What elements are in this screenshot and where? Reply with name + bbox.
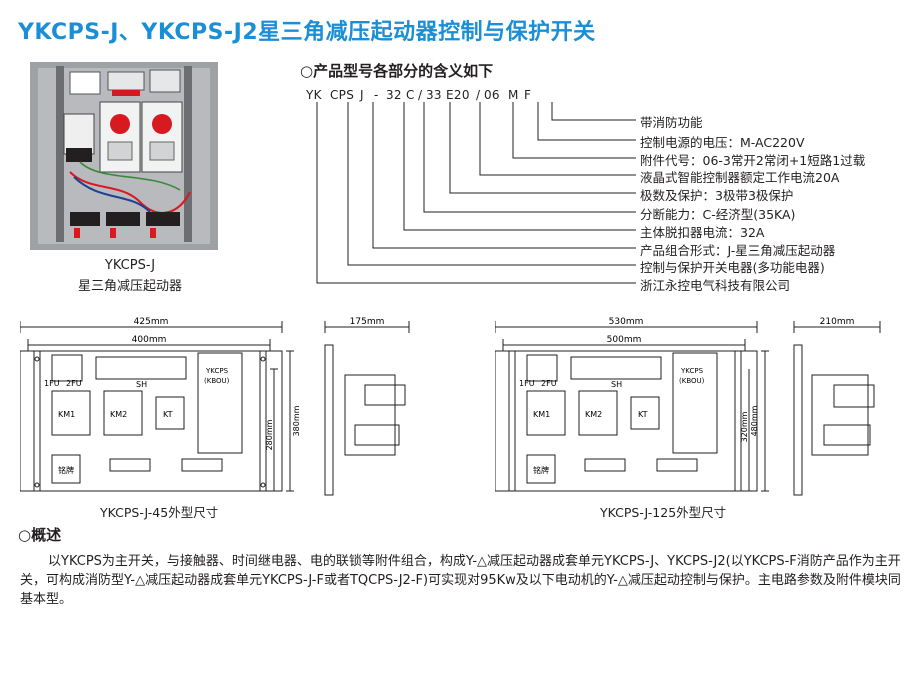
code-part: F (524, 88, 532, 102)
dim-width-outer: 425mm (134, 317, 169, 327)
code-part: J (360, 88, 364, 102)
code-part: 32 (386, 88, 402, 102)
code-part: E20 (446, 88, 470, 102)
dimension-drawing-side-125: 210mm (793, 317, 881, 496)
label-sh: SH (611, 380, 622, 389)
dim-width-inner: 400mm (132, 335, 167, 345)
model-leader-lines (316, 102, 636, 284)
meaning-item: 液晶式智能控制器额定工作电流20A (640, 170, 840, 185)
meaning-item: 产品组合形式：J-星三角减压起动器 (640, 243, 836, 258)
dimension-drawing-front-45: 425mm 400mm 1FU 2FU SH KM1 KM2 KT 铭牌 YKC… (20, 317, 301, 492)
meaning-item: 附件代号：06-3常开2常闭+1短路1过载 (640, 153, 866, 168)
meaning-item: 控制与保护开关电器(多功能电器) (640, 260, 825, 275)
label-plate: 铭牌 (533, 465, 549, 475)
photo-caption-model: YKCPS-J (104, 258, 156, 273)
dim-width-inner: 500mm (607, 335, 642, 345)
dim-height-outer: 380mm (292, 405, 301, 436)
label-km2: KM2 (110, 410, 127, 419)
code-part: 06 (484, 88, 500, 102)
label-ctrl: YKCPS (205, 367, 229, 375)
meaning-item: 极数及保护：3极带3极保护 (640, 188, 794, 203)
code-part: YK (306, 88, 322, 102)
label-fu2: 2FU (541, 379, 557, 388)
dimension-drawing-side-45: 175mm (324, 317, 410, 496)
code-part: 33 (426, 88, 442, 102)
code-part: / (418, 88, 423, 102)
label-ctrl-sub: (KBOU) (204, 377, 230, 385)
dim-width-outer: 530mm (609, 317, 644, 327)
dimension-drawing-front-125: 530mm 500mm 1FU 2FU SH KM1 KM2 KT 铭牌 YKC… (495, 317, 769, 492)
diagram-caption-125: YKCPS-J-125外型尺寸 (600, 505, 727, 520)
product-photo (30, 62, 218, 250)
model-section-heading: ○产品型号各部分的含义如下 (300, 62, 494, 80)
label-kt: KT (163, 410, 173, 419)
label-fu1: 1FU (519, 379, 535, 388)
meaning-item: 分断能力：C-经济型(35KA) (640, 207, 796, 222)
label-sh: SH (136, 380, 147, 389)
overview-text: 以YKCPS为主开关，与接触器、时间继电器、电的联锁等附件组合，构成Y-△减压起… (20, 554, 901, 607)
diagram-caption-45: YKCPS-J-45外型尺寸 (100, 505, 219, 520)
code-part: - (374, 88, 379, 102)
label-ctrl-sub: (KBOU) (679, 377, 705, 385)
dim-depth: 175mm (350, 317, 385, 327)
meaning-item: 主体脱扣器电流：32A (640, 225, 765, 240)
meaning-item: 浙江永控电气科技有限公司 (640, 278, 791, 293)
code-part: C (406, 88, 415, 102)
overview-body: 以YKCPS为主开关，与接触器、时间继电器、电的联锁等附件组合，构成Y-△减压起… (20, 552, 904, 609)
label-kt: KT (638, 410, 648, 419)
label-fu1: 1FU (44, 379, 60, 388)
photo-caption-name: 星三角减压起动器 (77, 279, 182, 294)
label-fu2: 2FU (66, 379, 82, 388)
code-part: CPS (330, 88, 355, 102)
dim-height-inner: 320mm (740, 411, 749, 442)
label-km1: KM1 (533, 410, 550, 419)
label-plate: 铭牌 (58, 465, 74, 475)
dim-height-outer: 480mm (750, 405, 759, 436)
label-ctrl: YKCPS (680, 367, 704, 375)
code-part: / (476, 88, 481, 102)
dim-depth: 210mm (820, 317, 855, 327)
label-km2: KM2 (585, 410, 602, 419)
meaning-item: 控制电源的电压：M-AC220V (640, 135, 805, 150)
dim-height-inner: 280mm (265, 419, 274, 450)
overview-heading: ○概述 (18, 526, 62, 544)
meaning-item: 带消防功能 (640, 115, 703, 130)
label-km1: KM1 (58, 410, 75, 419)
code-part: M (508, 88, 519, 102)
page-title: YKCPS-J、YKCPS-J2星三角减压起动器控制与保护开关 (18, 20, 596, 45)
